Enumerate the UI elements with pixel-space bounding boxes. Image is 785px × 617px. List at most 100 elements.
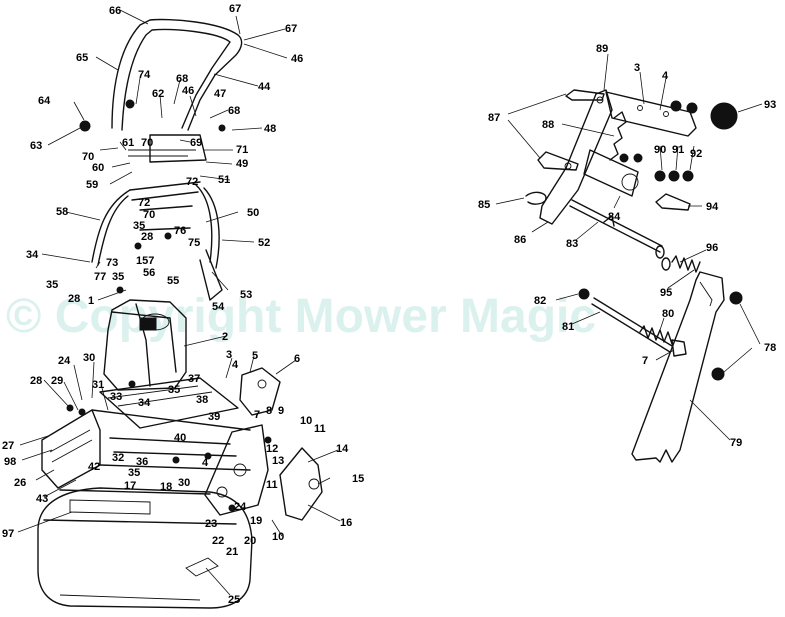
label-27: 27 <box>2 440 14 452</box>
label-47: 47 <box>214 88 226 100</box>
label-15: 15 <box>352 473 364 485</box>
label-35b: 35 <box>46 279 58 291</box>
label-26: 26 <box>14 477 26 489</box>
label-90: 90 <box>654 144 666 156</box>
label-35a: 35 <box>133 220 145 232</box>
label-72a: 72 <box>186 176 198 188</box>
label-3b: 3 <box>634 62 640 74</box>
label-80: 80 <box>662 308 674 320</box>
label-96a: 96 <box>706 242 718 254</box>
label-1: 1 <box>88 295 94 307</box>
label-82: 82 <box>534 295 546 307</box>
label-76: 76 <box>174 225 186 237</box>
threaded-rod <box>569 199 663 253</box>
knob-63 <box>79 120 91 132</box>
label-37: 37 <box>188 373 200 385</box>
label-60: 60 <box>92 162 104 174</box>
label-86: 86 <box>514 234 526 246</box>
label-83: 83 <box>566 238 578 250</box>
label-13: 13 <box>272 455 284 467</box>
label-69: 69 <box>190 137 202 149</box>
label-46b: 46 <box>182 85 194 97</box>
label-70b: 70 <box>141 137 153 149</box>
label-58: 58 <box>56 206 68 218</box>
label-78: 78 <box>764 342 776 354</box>
label-93: 93 <box>764 99 776 111</box>
label-7b: 7 <box>642 355 648 367</box>
label-36: 36 <box>136 456 148 468</box>
label-54: 54 <box>212 301 225 313</box>
label-4a: 4 <box>232 359 239 371</box>
copyright-watermark: © Copyright Mower Magic <box>6 290 596 343</box>
label-34a: 34 <box>26 249 39 261</box>
label-29: 29 <box>51 375 63 387</box>
label-28c: 28 <box>30 375 42 387</box>
label-46a: 46 <box>291 53 303 65</box>
label-157: 157 <box>136 255 154 267</box>
top-bracket <box>239 367 281 416</box>
label-75: 75 <box>188 237 200 249</box>
label-20: 20 <box>244 535 256 547</box>
label-3a: 3 <box>226 349 232 361</box>
label-16: 16 <box>340 517 352 529</box>
label-97: 97 <box>2 528 14 540</box>
label-53: 53 <box>240 289 252 301</box>
left-side-plate <box>41 409 101 489</box>
label-74: 74 <box>138 69 151 81</box>
label-98: 98 <box>4 456 16 468</box>
adjuster-arm <box>631 271 725 463</box>
label-17: 17 <box>124 480 136 492</box>
label-28a: 28 <box>141 231 153 243</box>
label-25: 25 <box>228 594 240 606</box>
label-77: 77 <box>94 271 106 283</box>
left-leader-lines <box>17 9 341 596</box>
label-67b: 67 <box>285 23 297 35</box>
label-10a: 10 <box>300 415 312 427</box>
label-11a: 11 <box>314 423 326 435</box>
control-bracket <box>149 134 207 163</box>
label-81: 81 <box>562 321 574 333</box>
label-65: 65 <box>76 52 88 64</box>
label-14: 14 <box>336 443 349 455</box>
label-22: 22 <box>212 535 224 547</box>
label-40: 40 <box>174 432 186 444</box>
label-35d: 35 <box>168 384 180 396</box>
label-48: 48 <box>264 123 276 135</box>
label-92: 92 <box>690 148 702 160</box>
upper-handle <box>111 18 243 131</box>
label-21: 21 <box>226 546 238 558</box>
slider-plate <box>583 149 639 197</box>
label-68b: 68 <box>228 105 240 117</box>
label-61: 61 <box>122 137 134 149</box>
height-adjuster-assembly <box>525 89 743 463</box>
label-24b: 24 <box>234 501 247 513</box>
label-43: 43 <box>36 493 48 505</box>
label-10b: 10 <box>272 531 284 543</box>
label-95: 95 <box>660 287 672 299</box>
label-18: 18 <box>160 481 172 493</box>
label-2: 2 <box>222 331 228 343</box>
label-23: 23 <box>205 518 217 530</box>
adjuster-knob <box>710 102 738 130</box>
right-leader-lines <box>495 53 763 441</box>
label-4b: 4 <box>202 457 209 469</box>
label-63: 63 <box>30 140 42 152</box>
label-35e: 35 <box>128 467 140 479</box>
label-34b: 34 <box>138 397 151 409</box>
label-39: 39 <box>208 411 220 423</box>
right-part-labels: 89 3 4 93 87 88 90 91 92 85 84 94 86 83 … <box>478 43 776 449</box>
label-9: 9 <box>278 405 284 417</box>
grass-box <box>37 487 253 609</box>
label-8: 8 <box>266 405 272 417</box>
label-84: 84 <box>608 211 621 223</box>
label-55: 55 <box>167 275 179 287</box>
side-cover <box>279 447 323 521</box>
label-12: 12 <box>266 443 278 455</box>
label-32: 32 <box>112 452 124 464</box>
right-side-plate <box>204 424 269 516</box>
label-70a: 70 <box>82 151 94 163</box>
label-7a: 7 <box>254 409 260 421</box>
label-59: 59 <box>86 179 98 191</box>
label-4c: 4 <box>662 70 669 82</box>
